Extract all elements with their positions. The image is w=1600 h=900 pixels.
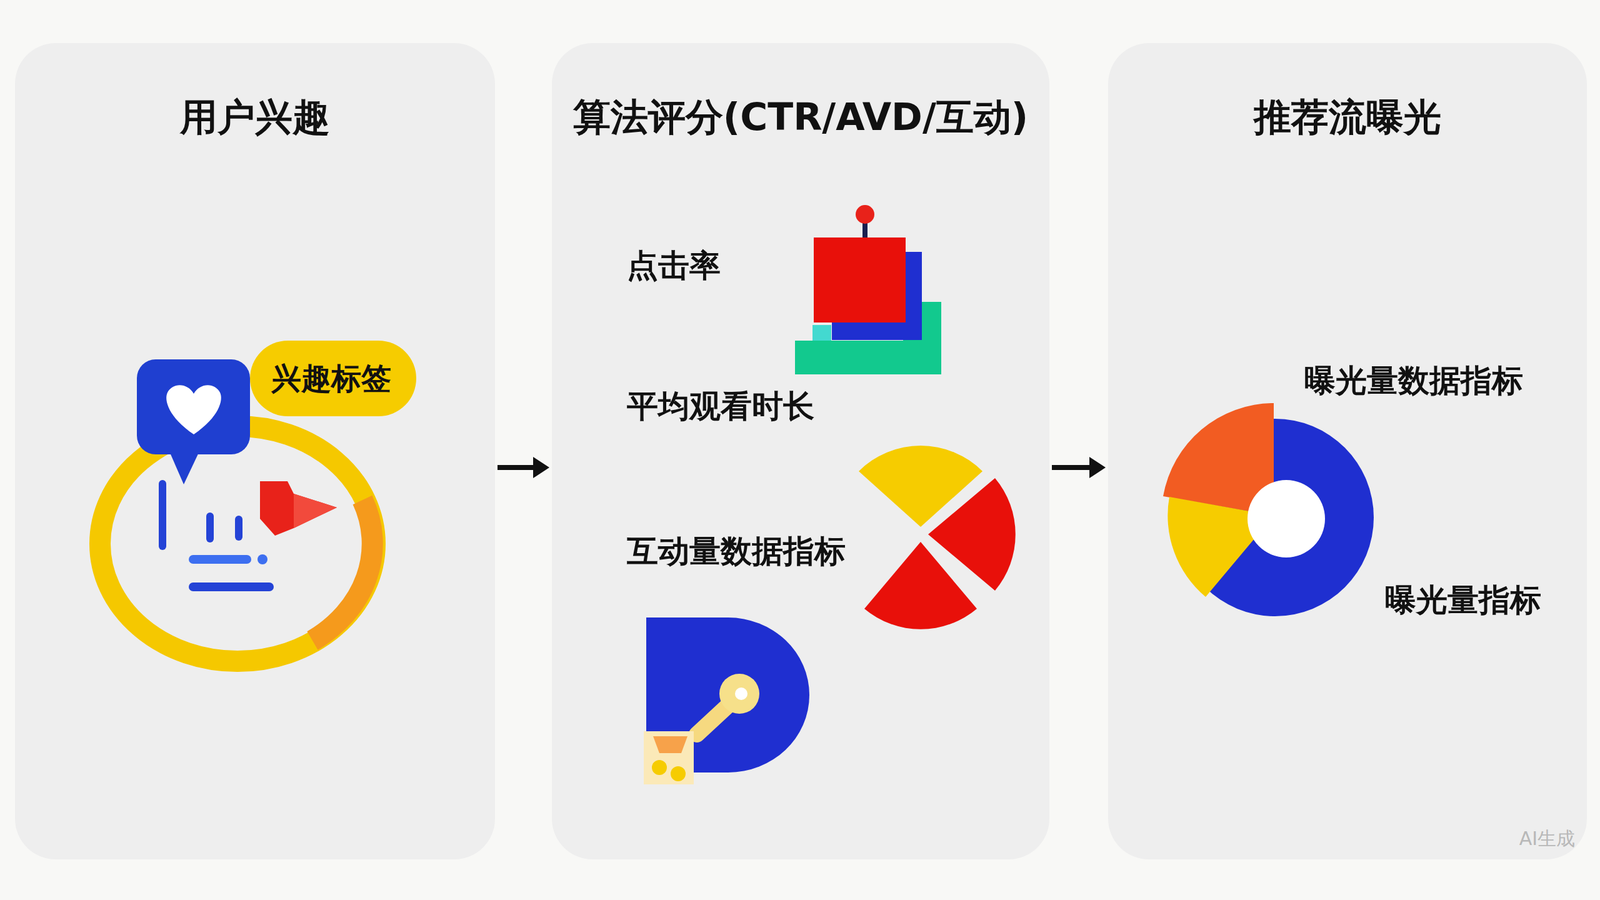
arrow-head <box>1089 456 1106 479</box>
stage-panel: 推荐流曝光 <box>1108 43 1587 860</box>
speech-bubble <box>136 359 250 455</box>
panel-title: 用户兴趣 <box>15 94 495 140</box>
yellow-dot <box>670 766 686 782</box>
blue-line <box>188 582 274 592</box>
blue-d-shape <box>646 617 810 773</box>
peach-block <box>643 731 694 785</box>
panel-title: 算法评分(CTR/AVD/互动) <box>551 94 1050 140</box>
flow-arrow <box>1051 456 1106 479</box>
exposure-illustration <box>1108 43 1587 860</box>
blue-mark <box>158 480 167 550</box>
blue-dot <box>257 554 268 565</box>
flow-arrow <box>497 456 550 479</box>
yellow-dot <box>651 760 667 775</box>
blue-mark <box>235 515 243 541</box>
metric-label: 平均观看时长 <box>626 385 815 428</box>
ring-accent <box>312 500 373 641</box>
orange-mark <box>653 736 688 754</box>
heart-icon <box>166 385 222 435</box>
tag-label: 兴趣标签 <box>250 340 417 417</box>
stage-panel: 算法评分(CTR/AVD/互动) <box>551 43 1050 860</box>
metric-label: 互动量数据指标 <box>626 530 846 573</box>
bubble-tail <box>168 450 200 485</box>
score-illustration <box>551 43 1050 860</box>
red-dot <box>855 205 875 224</box>
watermark: AI生成 <box>1519 826 1575 852</box>
red-arrow-icon <box>260 481 337 536</box>
cyan-block <box>812 325 832 341</box>
red-arrow-tip <box>293 493 337 529</box>
metric-label: 曝光量数据指标 <box>1304 360 1524 402</box>
blue-line <box>188 555 252 564</box>
key-head <box>719 673 760 714</box>
key-hole <box>735 687 748 700</box>
arrow-line <box>497 465 537 470</box>
arrow-line <box>1051 465 1094 470</box>
interest-illustration <box>15 43 495 860</box>
metric-label: 曝光量指标 <box>1385 579 1542 622</box>
donut-hole <box>1247 480 1325 558</box>
red-block <box>813 237 906 323</box>
metric-label: 点击率 <box>626 245 721 287</box>
stage-panel: 用户兴趣兴趣标签 <box>15 43 495 860</box>
tag-pill: 兴趣标签 <box>250 340 417 417</box>
panel-title: 推荐流曝光 <box>1108 94 1587 140</box>
blue-mark <box>206 512 214 543</box>
interest-ring <box>100 426 375 662</box>
red-sector <box>864 541 977 630</box>
arrow-head <box>533 456 550 479</box>
